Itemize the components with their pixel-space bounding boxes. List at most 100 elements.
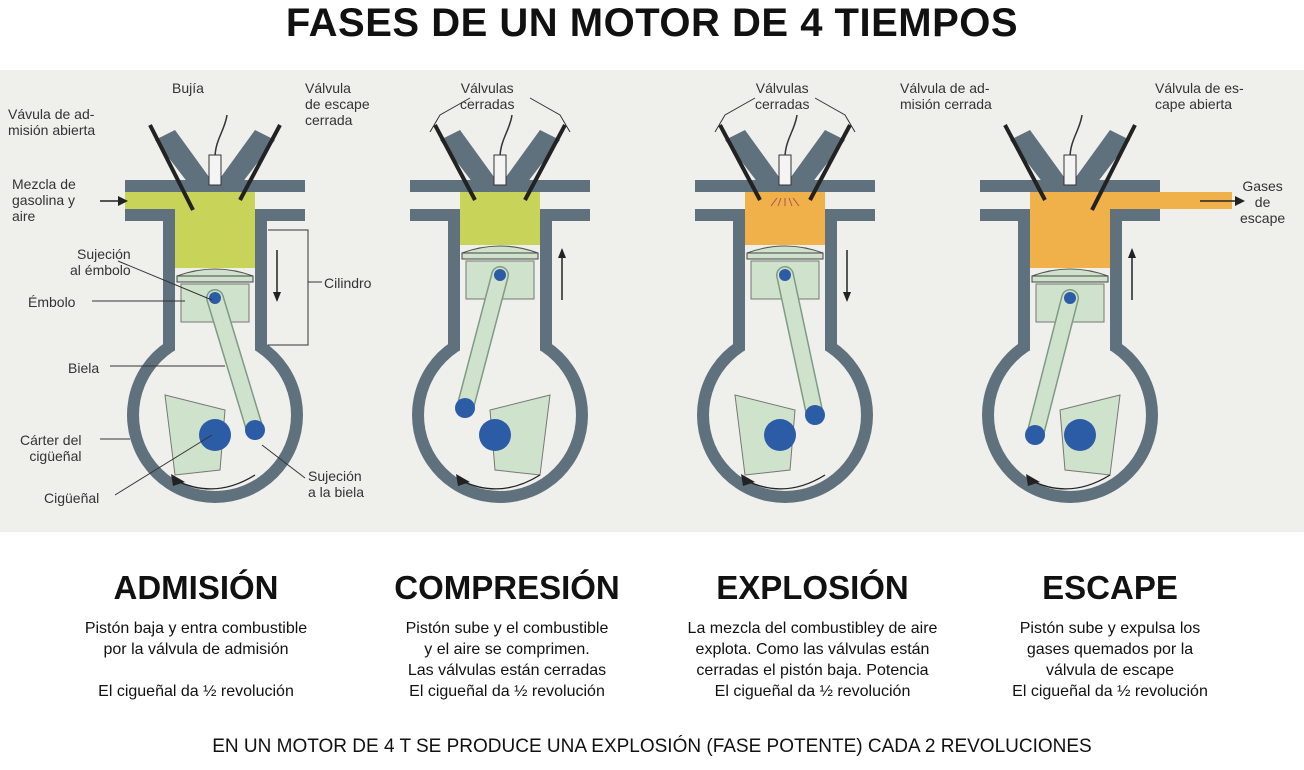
stroke-arrowhead (1128, 248, 1136, 258)
connecting-rod-body (1027, 290, 1078, 443)
label-biela: Biela (68, 360, 100, 376)
piston-ring (746, 252, 824, 260)
cigueñal-leader (114, 434, 213, 496)
intake-valve (433, 124, 477, 201)
label-bujia: Bujía (172, 80, 204, 96)
label-embolo: Émbolo (28, 294, 76, 310)
phase-explosion: EXPLOSIÓN La mezcla del combustibley de … (640, 568, 985, 702)
spark-plug-icon (778, 154, 792, 186)
rotation-arrowhead (741, 474, 755, 486)
label-cilindro: Cilindro (324, 275, 372, 291)
footer-note: EN UN MOTOR DE 4 T SE PRODUCE UNA EXPLOS… (212, 736, 1092, 757)
intake-port (1010, 130, 1072, 192)
intake-port (725, 130, 787, 192)
crankshaft-icon (479, 419, 511, 451)
combustion-gas (175, 192, 255, 268)
intake-arrowhead (118, 196, 128, 206)
crank-pin-icon (245, 420, 265, 440)
engine-compresion (410, 114, 590, 503)
exhaust-port (213, 130, 275, 192)
spark-plug-icon (493, 154, 507, 186)
spark-plug-wire (499, 114, 513, 159)
valvulas-cerradas-leader-3 (714, 97, 756, 133)
page-title: FASES DE UN MOTOR DE 4 TIEMPOS (285, 1, 1019, 45)
label-valvula-escape-abierta: Válvula de es-cape abierta (1155, 80, 1244, 112)
engine-admision (100, 114, 305, 503)
exhaust-port (783, 130, 845, 192)
piston-pin-icon (1064, 292, 1076, 304)
engine-explosion (695, 114, 875, 503)
phase-title: EXPLOSIÓN (716, 569, 909, 606)
cilindro-bracket (268, 229, 309, 346)
intake-mixture-flow (125, 192, 175, 209)
combustion-gas (1030, 192, 1110, 268)
spark-plug-icon (1063, 154, 1077, 186)
exhaust-port (498, 130, 560, 192)
spark-icon (792, 197, 800, 207)
exhaust-valve (808, 124, 852, 201)
spark-plug-wire (214, 114, 228, 159)
piston-pin-icon (209, 292, 221, 304)
combustion-gas (460, 192, 540, 245)
stroke-arrowhead (843, 292, 851, 302)
rotation-arrow (744, 474, 826, 490)
spark-icon (788, 197, 793, 207)
stroke-arrowhead (558, 248, 566, 258)
exhaust-valve (238, 124, 282, 201)
exhaust-port (1068, 130, 1130, 192)
crank-pin-icon (1025, 425, 1045, 445)
phase-title: ADMISIÓN (113, 569, 279, 606)
piston-ring (1031, 275, 1109, 283)
stroke-arrowhead (273, 292, 281, 302)
label-valvula-admision-abierta: Vávula de ad-misión abierta (8, 106, 96, 138)
connecting-rod-body (457, 267, 508, 416)
crank-pin-icon (455, 398, 475, 418)
spark-plug-wire (1069, 114, 1083, 159)
label-cigueñal: Cigüeñal (44, 490, 100, 506)
piston-pin-icon (494, 269, 506, 281)
label-valvula-admision-cerrada: Válvula de ad-misión cerrada (900, 80, 992, 112)
phase-admision: ADMISIÓN Pistón baja y entra combustible… (46, 568, 346, 702)
intake-valve (1003, 124, 1047, 201)
crank-web (489, 394, 551, 476)
rotation-arrow (1029, 474, 1111, 490)
rotation-arrowhead (1026, 474, 1040, 486)
phase-title: ESCAPE (1042, 569, 1178, 606)
intake-valve (148, 124, 195, 211)
valvulas-cerradas-leader-2 (529, 97, 571, 133)
engine-escape (980, 114, 1245, 503)
rotation-arrow (459, 474, 541, 490)
engines-diagram (92, 97, 1245, 503)
valvulas-cerradas-leader-3 (814, 97, 856, 133)
crankshaft-icon (1064, 419, 1096, 451)
rotation-arrowhead (171, 474, 185, 486)
exhaust-valve (1090, 124, 1137, 211)
rotation-arrow (174, 474, 256, 490)
crank-pin-icon (805, 405, 825, 425)
intake-valve (718, 124, 762, 201)
spark-plug-wire (784, 114, 798, 159)
phase-title: COMPRESIÓN (394, 569, 620, 606)
spark-icon (777, 197, 782, 207)
sujecion-biela-leader (261, 444, 306, 479)
spark-icon (770, 197, 778, 207)
valvulas-cerradas-leader-2 (429, 97, 471, 133)
intake-port (440, 130, 502, 192)
crankshaft-icon (199, 419, 231, 451)
piston-ring (176, 275, 254, 283)
